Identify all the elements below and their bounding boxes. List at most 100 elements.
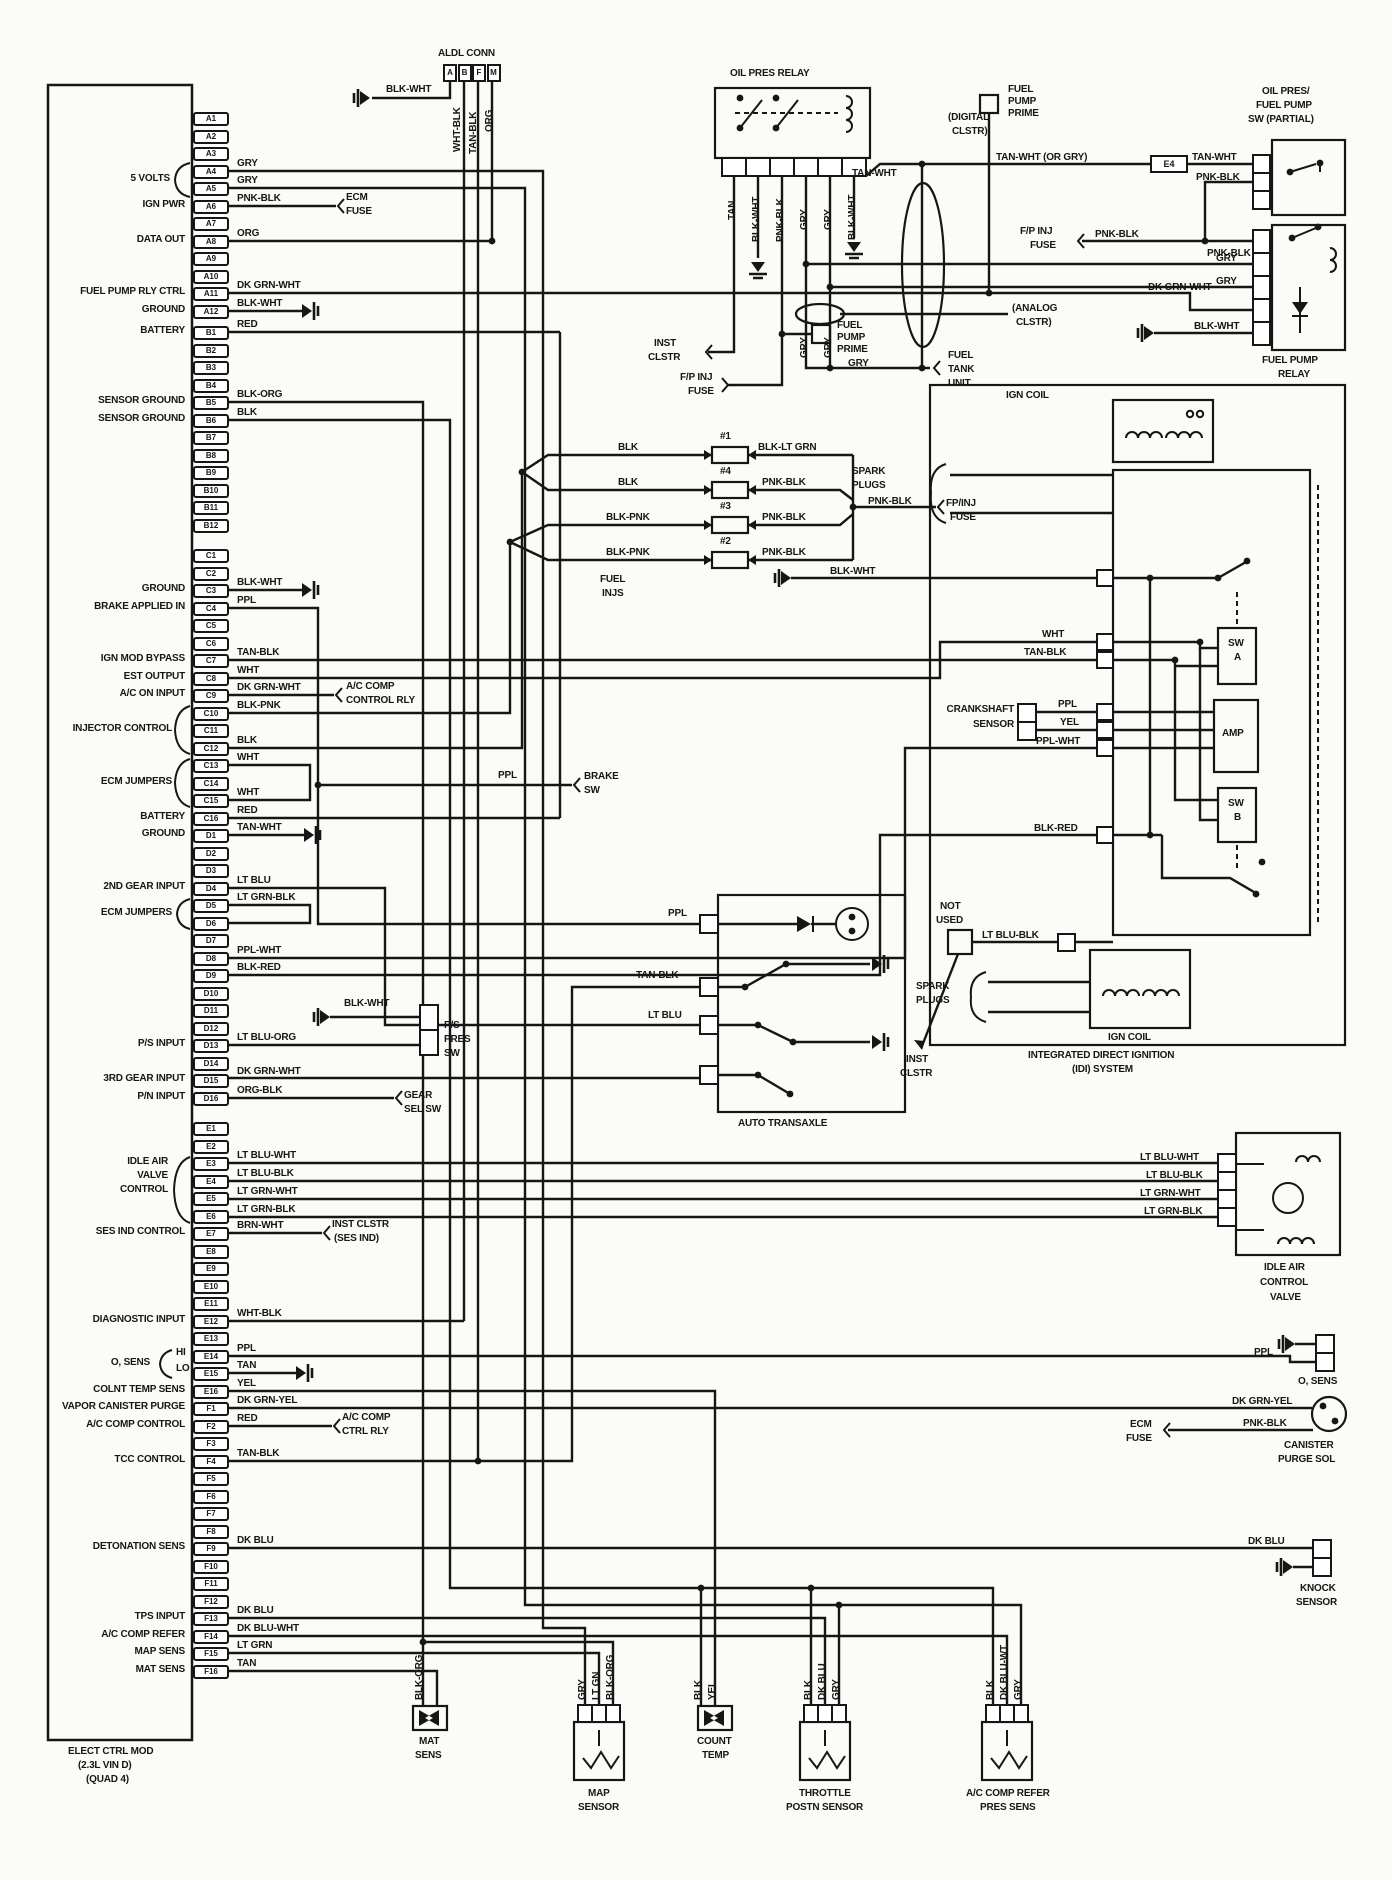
inst-clstr-label: CLSTR: [648, 352, 681, 363]
mat-sens-label: MAT: [419, 1736, 440, 1747]
ecm-pin-d13: D13: [193, 1039, 229, 1053]
wire-color-label: LT GRN-WHT: [237, 1186, 298, 1197]
ecm-pin-e1: E1: [193, 1122, 229, 1136]
ecm-pin-e16: E16: [193, 1384, 229, 1399]
ecm-pin-e3: E3: [193, 1157, 229, 1171]
fp-inj-fuse-ref: FUSE: [950, 512, 976, 523]
wire-color-label: DK BLU: [1248, 1536, 1285, 1547]
ecm-pin-a2: A2: [193, 129, 229, 144]
spark-plugs-label: PLUGS: [852, 480, 886, 491]
spark-plugs-label: SPARK: [852, 466, 886, 477]
throttle-postn-sensor-label: POSTN SENSOR: [786, 1802, 864, 1813]
wire-color-label: DK GRN-WHT: [237, 682, 301, 693]
wire-color-label: PNK-BLK: [1207, 248, 1251, 259]
wire-color-label: BLK-WHT: [1194, 321, 1240, 332]
ecm-pin-a5: A5: [193, 182, 229, 196]
ecm-pin-e6: E6: [193, 1209, 229, 1224]
ecm-pin-c10: C10: [193, 706, 229, 721]
wire-color-label: RED: [237, 805, 258, 816]
inst-clstr-ref: (SES IND): [334, 1233, 379, 1244]
wire-color-label: PPL: [237, 1343, 256, 1354]
ecm-pin-a6: A6: [193, 199, 229, 214]
ecm-pin-a11: A11: [193, 287, 229, 301]
ecm-pin-b10: B10: [193, 483, 229, 498]
wire-color-label: GRY: [823, 337, 834, 358]
wire-color-label: GRY: [577, 1679, 588, 1700]
pin-function-label: DIAGNOSTIC INPUT: [92, 1314, 186, 1325]
sw-b-label: SW: [1228, 798, 1244, 809]
ecm-pin-d10: D10: [193, 986, 229, 1001]
fp-inj-fuse-ref: FUSE: [1030, 240, 1056, 251]
fp-inj-fuse-ref: F/P INJ: [1020, 226, 1053, 237]
ps-pres-sw-label: P/S: [444, 1020, 460, 1031]
pin-function-label: P/S INPUT: [137, 1038, 185, 1049]
canister-purge-sol-label: PURGE SOL: [1278, 1454, 1336, 1465]
wire-color-label: BLK-WHT: [830, 566, 876, 577]
ecm-pin-b5: B5: [193, 396, 229, 410]
ecm-pin-f10: F10: [193, 1559, 229, 1574]
wire-color-label: LT GRN-BLK: [237, 1204, 296, 1215]
wire-color-label: PNK-BLK: [1196, 172, 1240, 183]
spark-plugs-label: PLUGS: [916, 995, 950, 1006]
ecm-pin-f9: F9: [193, 1542, 229, 1556]
ecm-pin-b3: B3: [193, 361, 229, 375]
pin-function-label: HI: [176, 1347, 186, 1358]
wire-color-label: DK BLU: [817, 1663, 828, 1700]
idi-system-label: (IDI) SYSTEM: [1072, 1064, 1133, 1075]
fuel-pump-prime-label: PUMP: [1008, 96, 1037, 107]
pin-function-label: INJECTOR CONTROL: [72, 723, 173, 734]
ac-comp-ctrl-rly-ref: A/C COMP: [342, 1412, 391, 1423]
wire-color-label: DK BLU-WHT: [237, 1623, 299, 1634]
wire-color-label: GRY: [1013, 1679, 1024, 1700]
wire-color-label: TAN: [237, 1360, 257, 1371]
ecm-pin-f16: F16: [193, 1664, 229, 1679]
ecm-pin-f15: F15: [193, 1647, 229, 1661]
ecm-pin-c5: C5: [193, 619, 229, 633]
pin-function-label: SENSOR GROUND: [98, 395, 185, 406]
wire-color-label: BLK-WHT: [237, 298, 283, 309]
pin-function-label: LO: [176, 1363, 190, 1374]
inst-clstr-ref: INST CLSTR: [332, 1219, 389, 1230]
ecm-pin-e13: E13: [193, 1332, 229, 1346]
wire-color-label: WHT-BLK: [237, 1308, 282, 1319]
wire-color-label: WHT: [237, 665, 260, 676]
ecm-pin-f11: F11: [193, 1577, 229, 1591]
wire-color-label: YEL: [707, 1681, 718, 1700]
wire-color-label: GRY: [831, 1679, 842, 1700]
wire-color-label: PPL: [1254, 1347, 1273, 1358]
crankshaft-sensor-label: CRANKSHAFT: [946, 704, 1015, 715]
ecm-pin-d16: D16: [193, 1091, 229, 1106]
ecm-pin-d1: D1: [193, 829, 229, 843]
ecm-pin-c9: C9: [193, 689, 229, 703]
fp-inj-fuse-ref: F/P INJ: [680, 372, 713, 383]
ecm-pin-e7: E7: [193, 1227, 229, 1241]
pin-function-label: BATTERY: [140, 811, 185, 822]
wires: [229, 82, 1316, 1706]
ac-comp-control-rly-ref: A/C COMP: [346, 681, 395, 692]
ps-pres-sw-label: SW: [444, 1048, 460, 1059]
wire-color-label: WHT: [237, 787, 260, 798]
wire-color-label: TAN-WHT: [1192, 152, 1237, 163]
wire-color-label: BLK-ORG: [414, 1654, 425, 1700]
wire-color-label: PPL: [1058, 699, 1077, 710]
ecm-pin-c1: C1: [193, 549, 229, 563]
ecm-module-label: (2.3L VIN D): [78, 1760, 132, 1771]
fuel-injector-boxes: [704, 445, 756, 570]
fuel-pump-relay-label: RELAY: [1278, 369, 1310, 380]
ecm-fuse-ref: FUSE: [346, 206, 372, 217]
wire-color-label: BLK-WHT: [751, 196, 762, 242]
ecm-pin-f3: F3: [193, 1437, 229, 1451]
pin-function-label: IDLE AIR: [127, 1156, 168, 1167]
wire-color-label: TAN-WHT: [237, 822, 282, 833]
ecm-pin-b7: B7: [193, 431, 229, 445]
ecm-pin-c13: C13: [193, 759, 229, 773]
ecm-pin-d8: D8: [193, 951, 229, 966]
ecm-pin-f2: F2: [193, 1419, 229, 1434]
crankshaft-sensor-label: SENSOR: [972, 719, 1014, 730]
wire-color-label: GRY: [237, 175, 258, 186]
wire-color-label: GRY: [823, 209, 834, 230]
wire-color-label: BLK-WHT: [344, 998, 390, 1009]
glyph-layer: [296, 89, 1339, 1723]
not-used-label: NOT: [940, 901, 961, 912]
wire-color-label: LT BLU-BLK: [982, 930, 1039, 941]
